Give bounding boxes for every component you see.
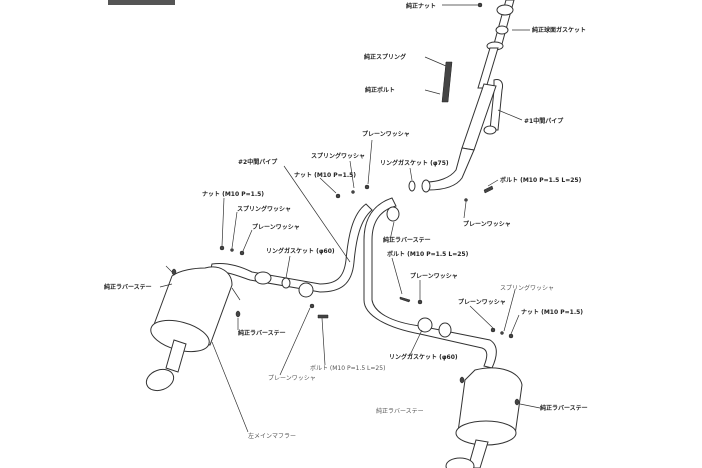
label-oem-bolt: 純正ボルト	[365, 86, 395, 94]
label-spring-washer: スプリングワッシャ	[311, 152, 365, 160]
label-bolt: ボルト (M10 P=1.5 L=25)	[310, 364, 385, 372]
label-mid-pipe-1: #1中間パイプ	[524, 117, 564, 125]
label-plain-washer: プレーンワッシャ	[458, 298, 506, 306]
label-oem-spring: 純正スプリング	[364, 53, 406, 61]
label-oem-rubber-stay: 純正ラバーステー	[540, 404, 588, 412]
label-bolt: ボルト (M10 P=1.5 L=25)	[500, 176, 582, 184]
label-spring-washer: スプリングワッシャ	[500, 284, 554, 292]
label-nut: ナット (M10 P=1.5)	[294, 172, 356, 179]
label-ring-gasket-60: リングガスケット (φ60)	[389, 353, 458, 361]
label-bolt: ボルト (M10 P=1.5 L=25)	[387, 250, 469, 258]
label-nut: ナット (M10 P=1.5)	[521, 309, 583, 316]
leader-lines	[159, 4, 541, 433]
right-main-muffler-drawing	[445, 367, 523, 468]
label-oem-spherical-gasket: 純正球面ガスケット	[532, 26, 586, 34]
label-plain-washer: プレーンワッシャ	[463, 220, 511, 228]
label-oem-rubber-stay: 純正ラバーステー	[383, 236, 431, 244]
mid-pipe-1-drawing	[421, 0, 515, 193]
label-oem-rubber-stay: 純正ラバーステー	[104, 283, 152, 291]
label-left-main-muffler: 左メインマフラー	[248, 432, 296, 440]
mid-pipe-2-drawing	[209, 197, 497, 369]
label-plain-washer: プレーンワッシャ	[268, 375, 316, 382]
label-oem-rubber-stay: 純正ラバーステー	[376, 407, 424, 415]
label-plain-washer: プレーンワッシャ	[362, 130, 410, 138]
label-ring-gasket-60: リングガスケット (φ60)	[266, 247, 335, 255]
label-plain-washer: プレーンワッシャ	[252, 223, 300, 231]
label-mid-pipe-2: #2中間パイプ	[238, 158, 278, 166]
label-oem-nut: 純正ナット	[406, 2, 436, 10]
label-nut: ナット (M10 P=1.5)	[202, 191, 264, 198]
hardware-fasteners	[219, 2, 514, 339]
label-spring-washer: スプリングワッシャ	[237, 205, 291, 213]
label-plain-washer: プレーンワッシャ	[410, 272, 458, 280]
left-main-muffler-drawing	[145, 265, 241, 392]
header-tab	[108, 0, 175, 5]
label-oem-rubber-stay: 純正ラバーステー	[238, 329, 286, 337]
part-labels: 純正ナット 純正球面ガスケット 純正スプリング 純正ボルト #1中間パイプ プレ…	[104, 2, 588, 440]
label-ring-gasket-75: リングガスケット (φ75)	[380, 159, 449, 167]
